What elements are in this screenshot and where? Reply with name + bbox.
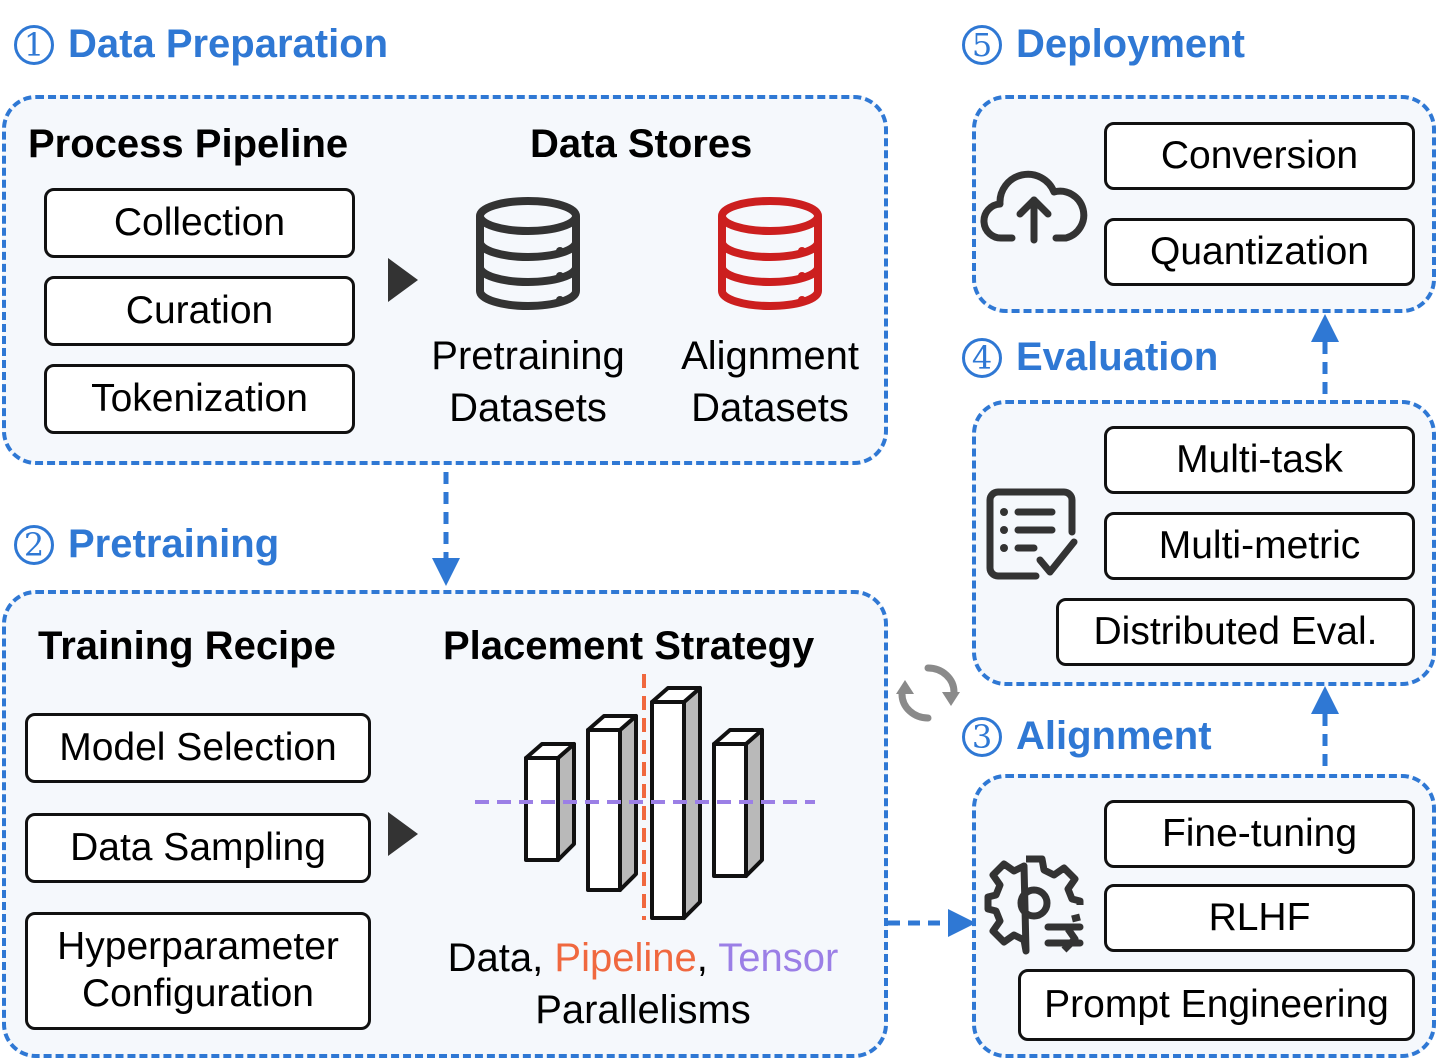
alignment-datasets-line2: Datasets: [691, 386, 849, 430]
stage-number-4: 4: [962, 337, 1002, 378]
stage-title-text: Pretraining: [68, 522, 280, 566]
arrow-right-icon: [388, 258, 418, 302]
data-stores-heading: Data Stores: [530, 122, 753, 166]
evaluation-distributed-eval: Distributed Eval.: [1056, 598, 1415, 666]
parallelisms-caption-line1: Data, Pipeline, Tensor: [412, 932, 874, 984]
stage-title-data-preparation: 1 Data Preparation: [14, 22, 388, 67]
pretraining-datasets-line2: Datasets: [449, 386, 607, 430]
caption-separator: ,: [696, 936, 719, 980]
deployment-conversion: Conversion: [1104, 122, 1415, 190]
stage-number-2: 2: [14, 524, 54, 565]
pretraining-datasets-line1: Pretraining: [431, 334, 625, 378]
recipe-data-sampling: Data Sampling: [25, 813, 371, 883]
parallelism-illustration: [475, 674, 815, 920]
stage-title-deployment: 5 Deployment: [962, 22, 1245, 67]
cloud-upload-icon: [980, 170, 1088, 244]
stage-title-text: Alignment: [1016, 714, 1212, 758]
deployment-quantization: Quantization: [1104, 218, 1415, 286]
stage-number-3: 3: [962, 716, 1002, 757]
recipe-hyperparameter-configuration: Hyperparameter Configuration: [25, 912, 371, 1030]
training-recipe-heading: Training Recipe: [38, 624, 336, 668]
step-curation: Curation: [44, 276, 355, 346]
alignment-prompt-engineering: Prompt Engineering: [1018, 969, 1415, 1041]
caption-separator: ,: [532, 936, 555, 980]
stage-title-text: Data Preparation: [68, 22, 389, 66]
step-collection: Collection: [44, 188, 355, 258]
stage-title-alignment: 3 Alignment: [962, 714, 1212, 759]
stage-number-1: 1: [14, 24, 54, 65]
recipe-model-selection: Model Selection: [25, 713, 371, 783]
parallelisms-caption-line2: Parallelisms: [535, 988, 751, 1032]
step-tokenization: Tokenization: [44, 364, 355, 434]
stage-title-evaluation: 4 Evaluation: [962, 335, 1218, 380]
evaluation-multi-task: Multi-task: [1104, 426, 1415, 494]
database-icon: [718, 197, 822, 310]
checklist-icon: [986, 488, 1078, 580]
flow-arrow-down: [432, 472, 460, 586]
flow-arrow-up: [1311, 314, 1339, 400]
process-pipeline-heading: Process Pipeline: [28, 122, 349, 166]
stage-title-text: Evaluation: [1016, 335, 1219, 379]
alignment-datasets-line1: Alignment: [681, 334, 859, 378]
parallelisms-caption: Data, Pipeline, Tensor Parallelisms: [412, 932, 874, 1036]
pretraining-datasets-label: Pretraining Datasets: [418, 330, 638, 434]
stage-number-5: 5: [962, 24, 1002, 65]
flow-arrow-up: [1311, 686, 1339, 774]
stage-title-pretraining: 2 Pretraining: [14, 522, 279, 567]
gear-settings-icon: [984, 855, 1084, 955]
cycle-arrows-icon: [896, 664, 960, 722]
placement-strategy-heading: Placement Strategy: [443, 624, 815, 668]
evaluation-multi-metric: Multi-metric: [1104, 512, 1415, 580]
alignment-fine-tuning: Fine-tuning: [1104, 800, 1415, 868]
alignment-datasets-label: Alignment Datasets: [662, 330, 878, 434]
arrow-right-icon: [388, 812, 418, 856]
caption-tensor: Tensor: [718, 936, 839, 980]
caption-data: Data: [447, 936, 533, 980]
flow-arrow-right: [888, 909, 976, 937]
caption-pipeline: Pipeline: [554, 936, 697, 980]
alignment-rlhf: RLHF: [1104, 884, 1415, 952]
database-icon: [476, 197, 580, 310]
stage-title-text: Deployment: [1016, 22, 1245, 66]
